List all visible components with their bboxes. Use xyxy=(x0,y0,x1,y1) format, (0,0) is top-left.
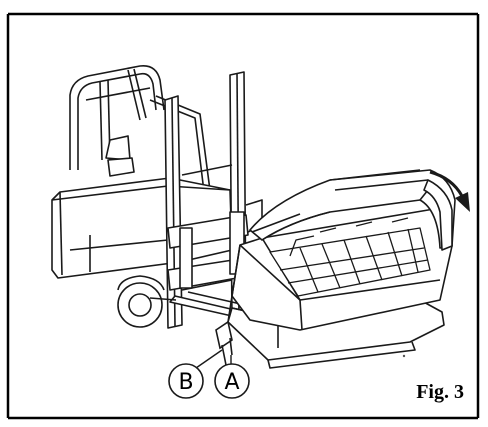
forklift-carriage xyxy=(167,199,263,291)
page-frame xyxy=(6,12,480,420)
callout-b: B xyxy=(168,363,204,399)
callout-b-label: B xyxy=(178,370,193,395)
cabinet-display-pans xyxy=(269,217,431,297)
callout-a-label: A xyxy=(224,370,239,395)
support-block xyxy=(215,320,233,366)
callout-a: A xyxy=(214,363,250,399)
tilt-direction-arrow xyxy=(429,170,470,212)
speck xyxy=(402,354,406,358)
display-cabinet xyxy=(227,169,456,369)
forklift xyxy=(51,64,263,329)
cabinet-end-panel xyxy=(227,179,453,323)
figure-caption: Fig. 3 xyxy=(416,381,464,403)
forklift-overhead-guard xyxy=(69,64,212,201)
cabinet-glass-canopy xyxy=(249,169,456,249)
forklift-rear-wheel xyxy=(117,275,165,328)
